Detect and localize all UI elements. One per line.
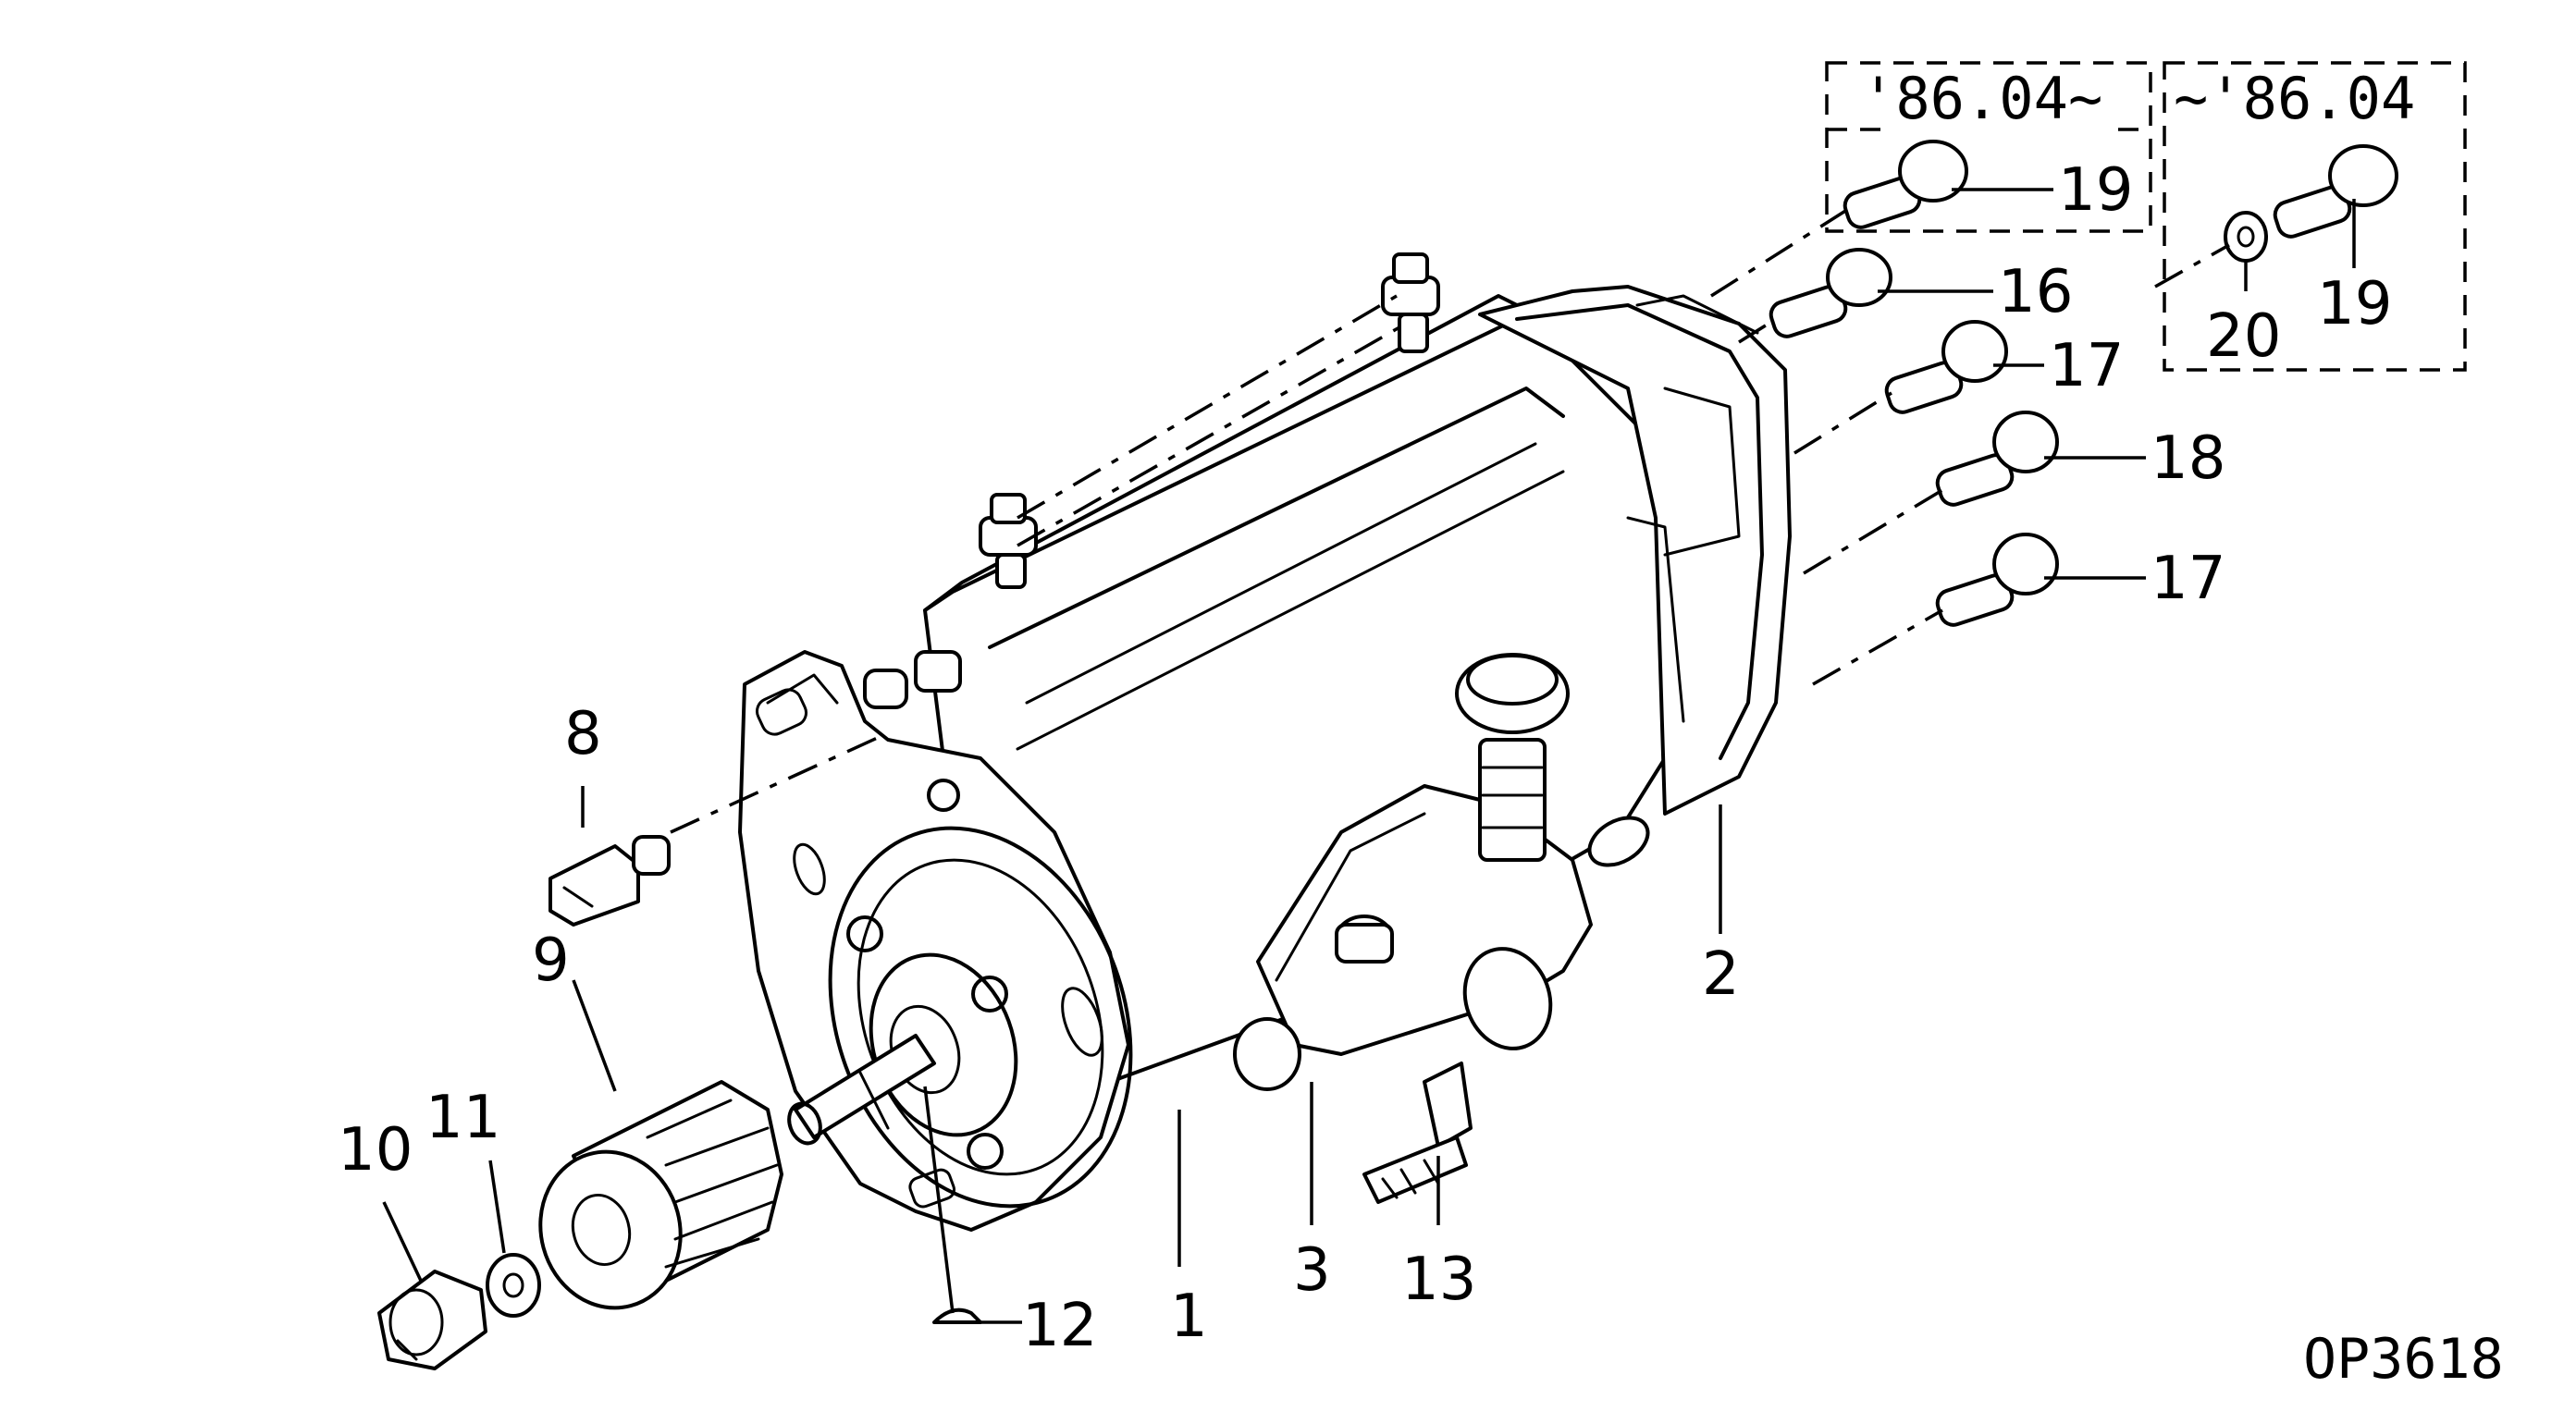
bolt-16 [1769,248,1892,338]
callout-10: 10 [338,1116,413,1185]
variant-label-until: ~'86.04 [2174,65,2415,132]
callout-13: 13 [1401,1246,1476,1314]
bolt-19-lower [2273,144,2398,239]
part-11-washer [486,1253,541,1318]
callout-19-from: 19 [2058,156,2133,225]
callout-19-until: 19 [2317,270,2392,338]
bolt-19-upper [1843,140,1968,229]
feed-pump [1233,653,1650,1091]
callout-8: 8 [564,700,602,768]
callout-12: 12 [1022,1292,1097,1360]
part-12-key [932,1307,982,1324]
variant-box-from-86-04: '86.04~ [1825,61,2152,233]
bolt-17-upper [1884,320,2008,414]
callout-11: 11 [425,1084,500,1152]
callout-20: 20 [2206,302,2281,371]
callout-1: 1 [1170,1283,1208,1351]
bolt-18 [1935,411,2059,507]
bolt-17-lower [1935,533,2059,627]
part-9-coupling [538,1080,783,1310]
callout-9: 9 [532,927,570,995]
callout-3: 3 [1293,1236,1331,1305]
variant-label-from: '86.04~ [1861,65,2102,132]
part-8-screw [548,835,671,927]
washer-20 [2224,211,2268,263]
leader-lines [382,188,2356,1324]
part-10-nut [377,1270,487,1370]
delivery-valve-holder [979,252,1440,589]
part-13-clip [1362,1062,1473,1204]
callout-17-lower: 17 [2151,545,2225,613]
callout-18: 18 [2151,424,2225,493]
callout-2: 2 [1702,940,1740,1009]
drawing-code: OP3618 [2303,1327,2504,1392]
callout-17-upper: 17 [2049,332,2124,400]
callout-16: 16 [1998,258,2073,326]
variant-box-until-86-04: ~'86.04 [2163,61,2467,372]
